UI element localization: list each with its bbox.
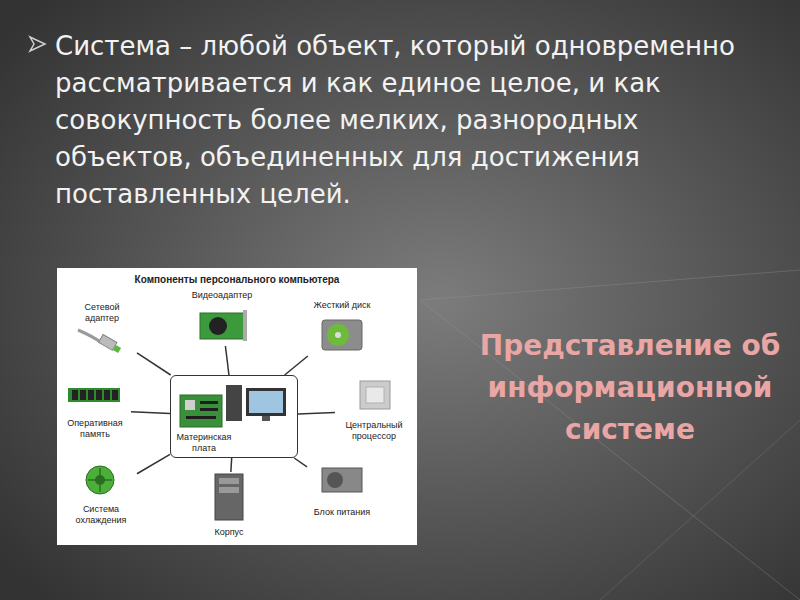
component-label: Материнская плата [174,432,234,454]
ram-chip [104,390,110,400]
motherboard-slot [186,416,216,419]
video-bracket [243,310,247,341]
psu-grille [327,472,343,488]
case-icon [215,474,243,520]
component-label: Блок питания [307,507,377,518]
case-bay [219,478,239,484]
ram-icon [68,388,120,402]
image-panel [57,268,417,545]
ram-chip [112,390,118,400]
bullet-arrow [30,37,45,51]
cpu-die [366,387,384,403]
monitor-stand [262,416,270,421]
definition-text: Система – любой объект, который одноврем… [55,28,755,213]
connector-line [285,356,308,375]
ram-chip [72,390,78,400]
component-item: Жесткий диск [307,300,377,356]
connector-line [294,458,307,467]
connector-line [137,353,171,375]
connector-line [230,458,232,472]
slide-title: Представление об информационной системе [478,325,782,451]
motherboard-slot [200,401,218,404]
cpu-icon [360,381,390,409]
ram-chip [80,390,86,400]
component-label: Видеоадаптер [187,290,257,301]
hdd-platter [327,324,349,346]
component-item: Видеоадаптер [187,290,257,346]
component-label: Сетевой адаптер [67,302,137,324]
case-bay [219,487,239,493]
component-item: Система охлаждения [65,464,137,526]
component-item: Оперативная память [59,380,131,440]
decor-line [600,420,800,600]
fan-icon [86,466,114,494]
monitor-screen [249,391,283,413]
ram-chip [88,390,94,400]
component-label: Корпус [197,527,261,538]
hdd-spindle [335,332,341,338]
component-item: Корпус [197,472,261,538]
cable-icon [78,330,102,343]
plug-tip [113,345,121,353]
motherboard-slot [200,408,218,411]
connector-line [137,454,170,473]
hdd-icon [322,320,362,350]
component-item: Блок питания [307,464,377,518]
component-label: Жесткий диск [307,300,377,311]
central-box: Материнская плата [170,375,298,458]
fan-blade [88,479,112,481]
component-item: Центральный процессор [335,380,413,442]
component-item: Сетевой адаптер [67,302,137,358]
connector-line [298,413,335,414]
panel-heading: Компоненты персонального компьютера [135,274,340,285]
component-label: Оперативная память [59,418,131,440]
ram-chip [96,390,102,400]
video-card-icon [200,313,244,339]
decor-line [420,300,800,600]
component-label: Система охлаждения [65,504,137,526]
tower-icon [226,385,242,421]
monitor-icon [246,388,286,416]
decor-line [420,270,800,300]
component-label: Центральный процессор [335,420,413,442]
video-fan [209,317,227,335]
connector-line [225,346,229,375]
psu-icon [322,468,362,492]
connector-line [131,412,170,414]
motherboard-socket [185,400,195,410]
motherboard-icon [180,395,222,427]
image-panel-frame: Компоненты персонального компьютераСетев… [57,268,417,545]
